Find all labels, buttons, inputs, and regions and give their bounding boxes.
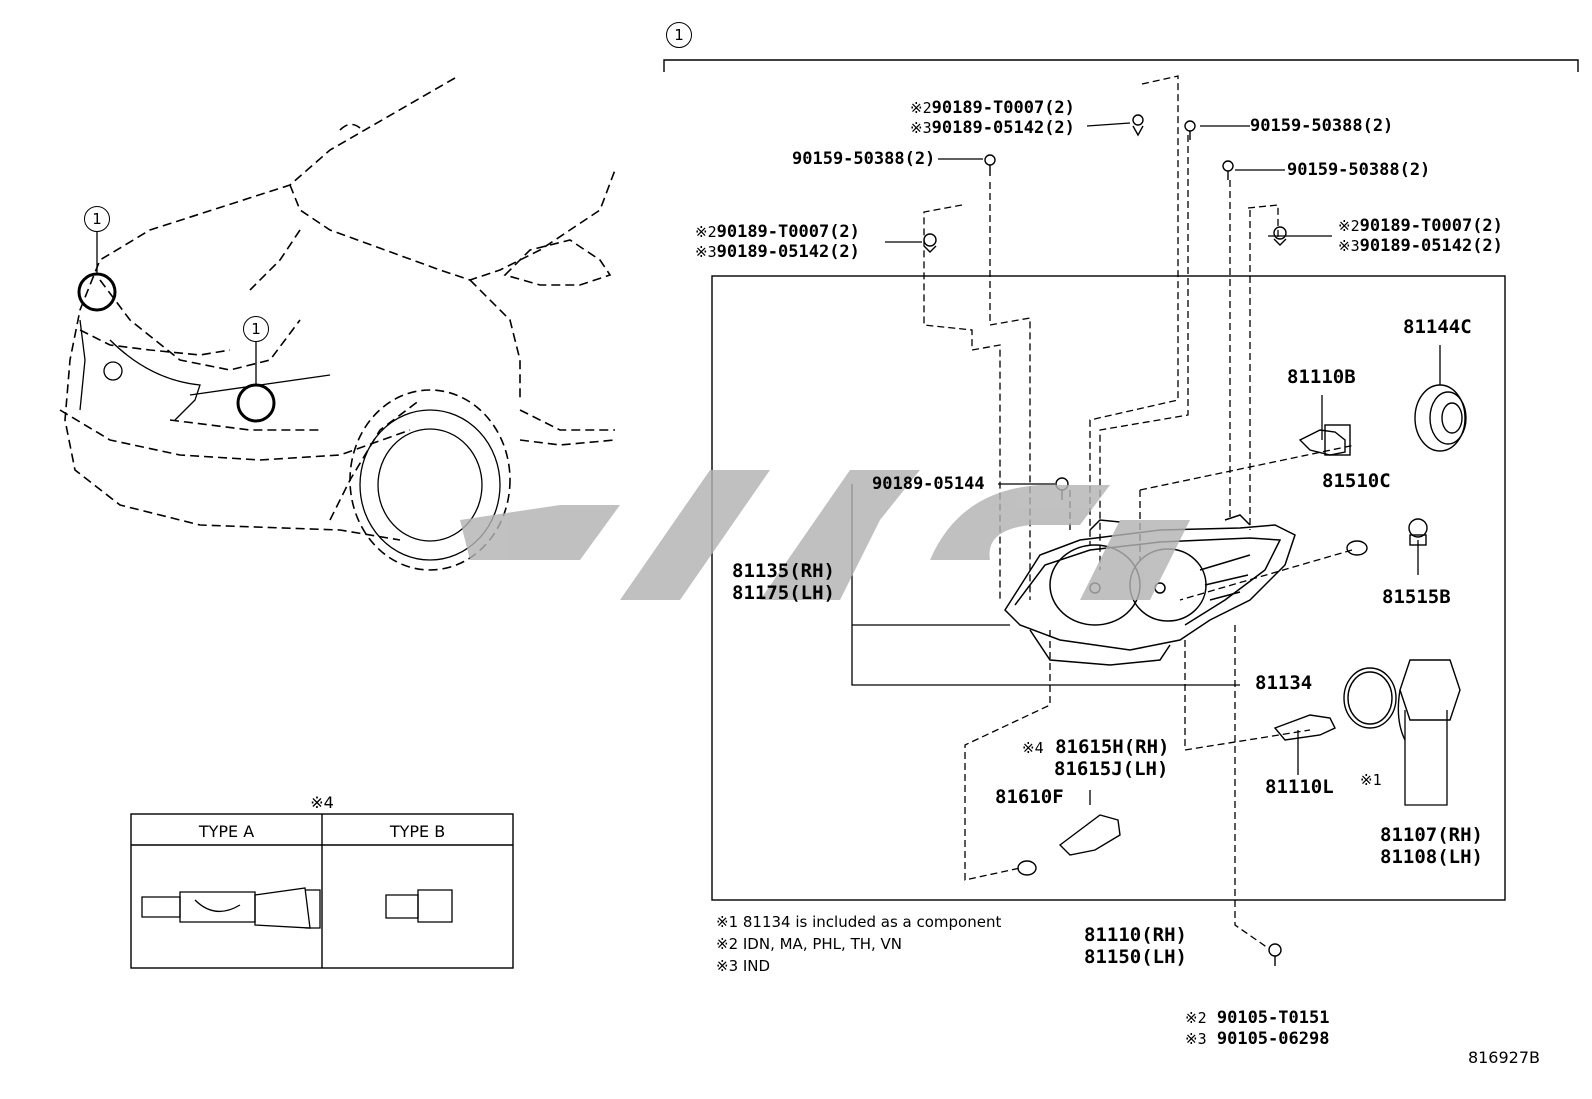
callout-rh: 1 (84, 206, 110, 232)
label-81144c: 81144C (1403, 316, 1472, 338)
label-81510c: 81510C (1322, 470, 1391, 492)
socket-81107-shape (1397, 659, 1461, 741)
type-a-connector (141, 887, 321, 929)
headlamp-location-lh (236, 383, 276, 423)
bulb-81110l-shape (1273, 714, 1336, 741)
label-screw-right-upper: 90159-50388(2) (1287, 160, 1431, 180)
small-parts (923, 114, 1467, 966)
mark-4: ※4 (1022, 739, 1044, 757)
gasket-81134-shape (1343, 667, 1397, 729)
label-socket-lh: 81108(LH) (1380, 846, 1483, 868)
label-81610f: 81610F (995, 786, 1064, 808)
label-ballast-lh: 81615J(LH) (1054, 758, 1169, 780)
label-clip-top-left-a: ※290189-T0007(2) (910, 98, 1075, 118)
label-housing-rh: 81135(RH) (732, 560, 835, 582)
label-mark-1: ※1 (1360, 771, 1382, 789)
screw-right-upper (1222, 160, 1234, 180)
clip-right-mid (1273, 226, 1287, 246)
figure-code: 816927B (1467, 1048, 1540, 1067)
clip-left-mid (923, 233, 937, 253)
socket-81510c-shape (1346, 540, 1368, 556)
label-81110b: 81110B (1287, 366, 1356, 388)
type-b-header: TYPE B (389, 822, 446, 841)
label-90189-05144: 90189-05144 (872, 474, 985, 494)
dashed-leaders (923, 75, 1356, 949)
cap-81144c-shape (1414, 384, 1467, 452)
note-2: ※2 IDN, MA, PHL, TH, VN (716, 935, 903, 953)
bulb-81515b-shape (1408, 518, 1428, 546)
mark-2: ※2 (910, 99, 932, 117)
label-socket-rh: 81107(RH) (1380, 824, 1483, 846)
label-screw-left-upper: 90159-50388(2) (792, 149, 936, 169)
screw-left-upper (984, 154, 996, 176)
label-bolt-b: ※3 90105-06298 (1185, 1029, 1330, 1049)
assembly-bracket (663, 59, 1579, 72)
bulb-81110b-shape (1298, 424, 1351, 456)
label-assembly-lh: 81150(LH) (1084, 946, 1187, 968)
label-clip-right-mid-b: ※390189-05142(2) (1338, 236, 1503, 256)
watermark (460, 470, 1190, 600)
mark-3: ※3 (910, 119, 932, 137)
label-bolt-a: ※2 90105-T0151 (1185, 1008, 1330, 1028)
label-housing-lh: 81175(LH) (732, 582, 835, 604)
label-assembly-rh: 81110(RH) (1084, 924, 1187, 946)
type-a-header: TYPE A (198, 822, 255, 841)
bolt-bottom (1268, 943, 1282, 966)
label-clip-top-left-b: ※390189-05142(2) (910, 118, 1075, 138)
clip-top-left (1132, 114, 1144, 137)
headlamp-unit (1004, 514, 1296, 666)
car-front-details (79, 319, 501, 561)
label-81110l: 81110L (1265, 776, 1334, 798)
label-clip-left-mid-a: ※290189-T0007(2) (695, 222, 860, 242)
label-ballast-rh: ※4 81615H(RH) (1022, 736, 1170, 758)
headlamp-box (711, 275, 1506, 901)
note-1: ※1 81134 is included as a component (716, 913, 1002, 931)
callout-top-bracket: 1 (666, 22, 692, 48)
callout-lh: 1 (243, 316, 269, 342)
label-clip-left-mid-b: ※390189-05142(2) (695, 242, 860, 262)
bulb-81610f-shape (1017, 860, 1037, 876)
screw-top-center (1184, 120, 1196, 140)
car-front-outline (59, 77, 616, 571)
type-b-connector (385, 889, 453, 923)
type-table-mark: ※4 (310, 793, 334, 812)
ballast-81615-shape (1058, 814, 1121, 856)
label-81515b: 81515B (1382, 586, 1451, 608)
label-81134: 81134 (1255, 672, 1313, 694)
note-3: ※3 IND (716, 957, 771, 975)
label-clip-right-mid-a: ※290189-T0007(2) (1338, 216, 1503, 236)
label-screw-top-center: 90159-50388(2) (1250, 116, 1394, 136)
